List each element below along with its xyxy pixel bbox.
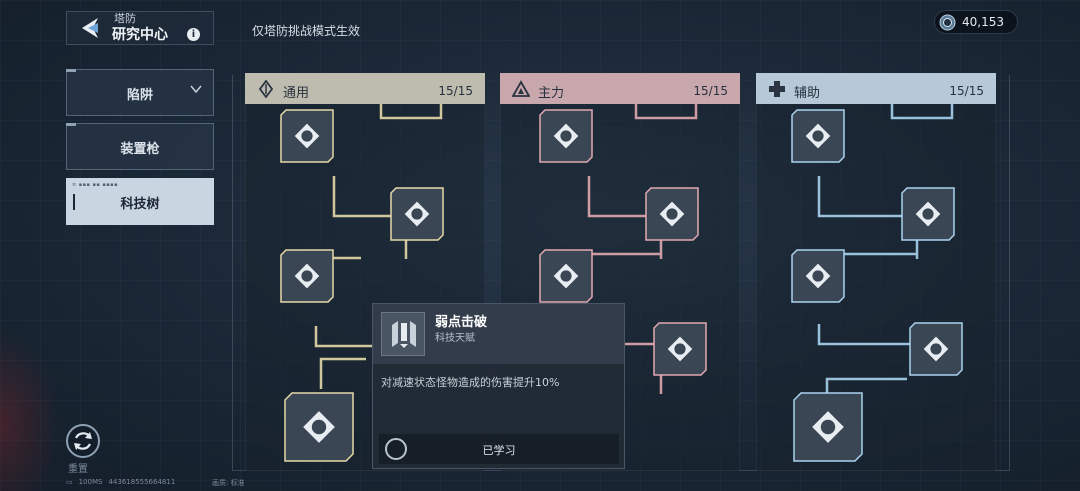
tooltip-header: 弱点击破 科技天赋 [373, 304, 624, 364]
tech-node-defense[interactable] [279, 248, 335, 304]
column-header-general[interactable]: 通用 15/15 [245, 73, 485, 104]
refresh-icon [74, 432, 92, 450]
weakpoint-break-icon [381, 312, 425, 356]
tech-node-main-1[interactable] [538, 108, 594, 164]
back-logo-icon[interactable] [76, 15, 102, 41]
tree-column-general: 通用 15/15 [245, 73, 485, 471]
node-frame [280, 109, 334, 163]
tech-node-support-3[interactable] [790, 248, 846, 304]
coin-icon [939, 14, 956, 31]
node-frame [901, 187, 955, 241]
tech-node-support-4[interactable] [908, 321, 964, 377]
node-frame [539, 249, 593, 303]
reset-button[interactable] [66, 424, 100, 458]
column-label: 主力 [538, 86, 565, 101]
main-class-icon [512, 80, 530, 97]
menu-item-label: 科技树 [120, 197, 160, 212]
menu-item-label: 装置枪 [120, 142, 160, 157]
column-label: 通用 [283, 86, 310, 101]
node-frame [791, 249, 845, 303]
column-progress: 15/15 [438, 84, 473, 98]
menu-item-traps[interactable]: 陷阱 [66, 69, 214, 116]
support-class-icon [769, 81, 785, 97]
tooltip-subtitle: 科技天赋 [435, 333, 475, 344]
tech-node-income-1[interactable] [279, 108, 335, 164]
general-class-icon [258, 80, 274, 98]
tech-node-support-5[interactable] [792, 391, 864, 463]
mode-note: 仅塔防挑战模式生效 [252, 24, 361, 38]
tooltip-title: 弱点击破 [435, 315, 488, 330]
node-frame [653, 322, 707, 376]
tech-node-main-2[interactable] [644, 186, 700, 242]
page-category: 塔防 [114, 12, 136, 25]
background-glow [0, 330, 60, 491]
quality-setting: 画质: 标准 [212, 479, 245, 487]
reset-label: 重置 [68, 464, 88, 475]
uid-value: 443618555664811 [108, 478, 176, 486]
currency-value: 40,153 [962, 15, 1004, 29]
node-frame [791, 109, 845, 163]
tech-node-support-2[interactable] [900, 186, 956, 242]
tech-node-main-3[interactable] [538, 248, 594, 304]
tooltip-description: 对减速状态怪物造成的伤害提升10% [381, 376, 560, 389]
chevron-down-icon[interactable] [189, 82, 203, 96]
column-label: 辅助 [794, 86, 821, 101]
status-bar: ▭ 100MS 443618555664811 [66, 478, 181, 486]
tech-node-income-upgrade[interactable] [389, 186, 445, 242]
learned-label: 已学习 [482, 444, 516, 457]
active-indicator [73, 194, 75, 210]
node-frame [645, 187, 699, 241]
corner-accent [66, 123, 76, 126]
page-title: 研究中心 [112, 27, 168, 43]
tech-node-main-4[interactable] [652, 321, 708, 377]
node-frame [909, 322, 963, 376]
battery-icon: ▭ [66, 478, 73, 486]
talent-tooltip: 弱点击破 科技天赋 对减速状态怪物造成的伤害提升10% 已学习 [372, 303, 625, 469]
column-header-support[interactable]: 辅助 15/15 [756, 73, 996, 104]
tech-node-weakpoint-break[interactable] [283, 391, 355, 463]
refresh-icon [385, 438, 407, 460]
info-icon[interactable]: i [187, 28, 200, 41]
menu-item-label: 陷阱 [126, 88, 153, 103]
node-frame [793, 392, 863, 462]
node-frame [284, 392, 354, 462]
node-frame [539, 109, 593, 163]
column-progress: 15/15 [949, 84, 984, 98]
menu-item-device-gun[interactable]: 装置枪 [66, 123, 214, 170]
node-frame [280, 249, 334, 303]
corner-accent [66, 69, 76, 72]
menu-item-tech-tree[interactable]: ≡ ▪▪▪ ▪▪ ▪▪▪▪ 科技树 [66, 178, 214, 225]
column-header-main[interactable]: 主力 15/15 [500, 73, 740, 104]
ping-value: 100MS [78, 478, 103, 486]
column-progress: 15/15 [693, 84, 728, 98]
node-frame [390, 187, 444, 241]
learned-button[interactable]: 已学习 [379, 434, 619, 464]
decorative-text: ≡ ▪▪▪ ▪▪ ▪▪▪▪ [72, 182, 118, 188]
tree-column-support: 辅助 15/15 [756, 73, 996, 471]
tech-node-support-1[interactable] [790, 108, 846, 164]
